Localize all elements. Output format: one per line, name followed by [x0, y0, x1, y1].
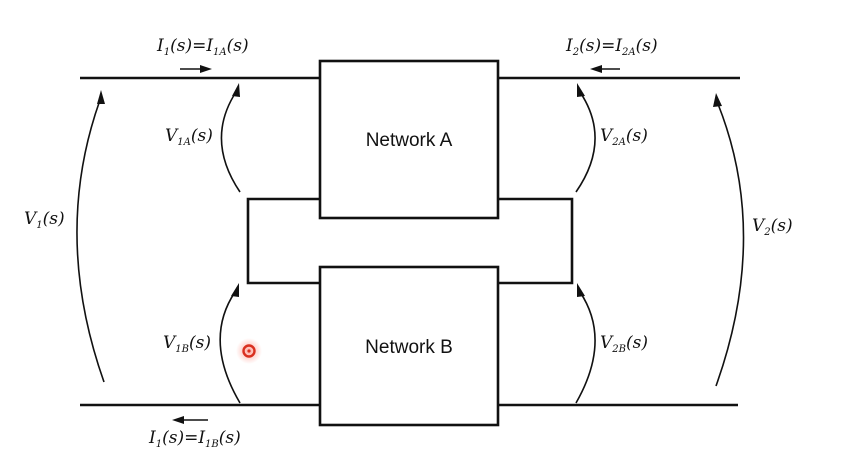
voltage-arrow-v1a — [220, 83, 241, 193]
label-v1a: V1A(s) — [165, 126, 213, 148]
voltage-arrow-v1 — [76, 90, 105, 383]
label-v2a: V2A(s) — [600, 126, 648, 148]
current-arrow-i1-bottom — [172, 416, 208, 424]
network-a-box — [318, 59, 500, 220]
inner-right-connection — [498, 197, 574, 285]
label-i2-top: I2(s)=I2A(s) — [565, 36, 658, 58]
inner-left-connection — [246, 197, 320, 285]
network-b-label: Network B — [365, 337, 453, 358]
label-i1-top: I1(s)=I1A(s) — [156, 36, 249, 58]
label-v1b: V1B(s) — [163, 333, 211, 355]
label-i1-bottom: I1(s)=I1B(s) — [148, 428, 241, 450]
network-a-label: Network A — [366, 130, 453, 151]
label-v1: V1(s) — [24, 209, 65, 231]
voltage-arrow-v1b — [219, 283, 241, 404]
voltage-arrow-v2a — [575, 83, 596, 193]
voltage-arrow-v2b — [575, 283, 596, 404]
voltage-arrow-v2 — [713, 93, 745, 387]
label-v2: V2(s) — [752, 216, 793, 238]
network-b-box — [318, 265, 500, 427]
current-arrow-i1-top — [180, 65, 212, 73]
current-arrow-i2-top — [590, 65, 620, 73]
label-v2b: V2B(s) — [600, 333, 648, 355]
cursor-marker — [236, 338, 262, 364]
